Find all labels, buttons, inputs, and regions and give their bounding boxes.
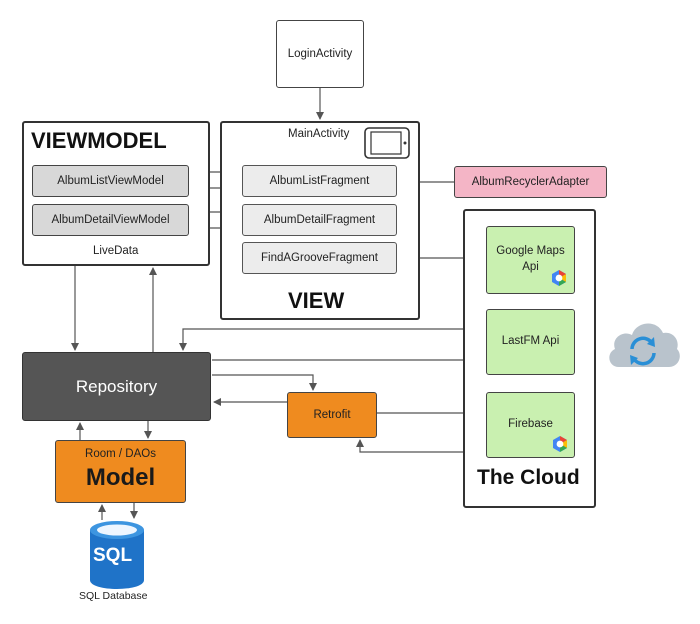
cloud-sync-icon — [609, 323, 680, 367]
room-daos-label: Room / DAOs — [85, 448, 156, 460]
firebase-node: Firebase — [486, 392, 575, 458]
arrow-lastfm-to-repository — [179, 328, 486, 351]
sql-database-icon — [90, 521, 144, 589]
livedata-label: LiveData — [93, 245, 139, 257]
tablet-icon — [364, 127, 410, 159]
find-a-groove-fragment-label: FindAGrooveFragment — [261, 252, 378, 264]
album-detail-viewmodel-node: AlbumDetailViewModel — [32, 204, 189, 236]
lastfm-api-node: LastFM Api — [486, 309, 575, 375]
album-detail-fragment-node: AlbumDetailFragment — [242, 204, 397, 236]
arrow-firebase-to-retrofit — [356, 439, 486, 453]
find-a-groove-fragment-node: FindAGrooveFragment — [242, 242, 397, 274]
album-recycler-adapter-node: AlbumRecyclerAdapter — [454, 166, 607, 198]
google-maps-api-label-line2: Api — [522, 261, 539, 273]
login-activity-label: LoginActivity — [287, 48, 353, 60]
album-recycler-adapter-label: AlbumRecyclerAdapter — [471, 176, 590, 188]
google-maps-api-label-line1: Google Maps — [496, 245, 565, 258]
album-detail-fragment-label: AlbumDetailFragment — [263, 214, 376, 226]
firebase-label: Firebase — [508, 418, 553, 431]
retrofit-label: Retrofit — [313, 409, 351, 421]
album-list-viewmodel-label: AlbumListViewModel — [57, 175, 164, 187]
repository-label: Repository — [75, 376, 158, 396]
lastfm-api-label: LastFM Api — [501, 335, 560, 348]
model-title: Model — [85, 464, 156, 491]
google-cloud-icon — [552, 270, 566, 286]
album-list-viewmodel-node: AlbumListViewModel — [32, 165, 189, 197]
view-title: VIEW — [288, 288, 345, 313]
cloud-title: The Cloud — [477, 466, 580, 489]
arrow-repository-to-retrofit — [212, 374, 317, 391]
retrofit-node: Retrofit — [287, 392, 377, 438]
repository-node: Repository — [22, 352, 211, 421]
viewmodel-title: VIEWMODEL — [31, 128, 167, 153]
album-list-fragment-label: AlbumListFragment — [269, 175, 370, 187]
google-cloud-icon — [553, 436, 567, 452]
album-detail-viewmodel-label: AlbumDetailViewModel — [51, 214, 170, 226]
sql-badge-label: SQL — [93, 545, 133, 566]
album-list-fragment-node: AlbumListFragment — [242, 165, 397, 197]
sql-database-label: SQL Database — [79, 590, 148, 602]
login-activity-node: LoginActivity — [276, 20, 364, 88]
model-node: Room / DAOs Model — [55, 440, 186, 503]
main-activity-label: MainActivity — [288, 128, 350, 140]
